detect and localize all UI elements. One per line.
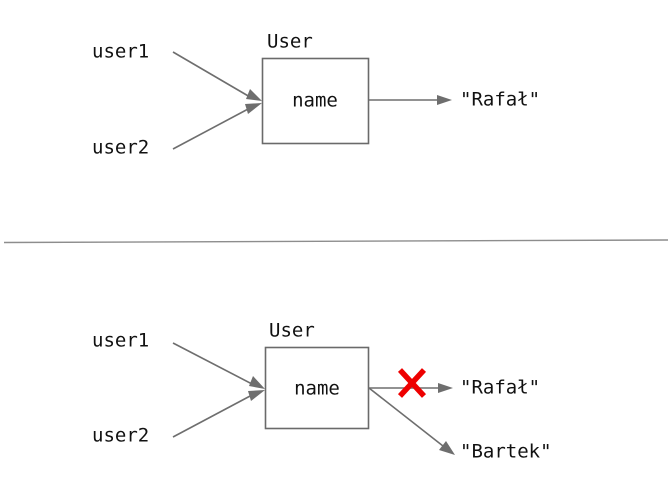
edge-entity-to-value-rafal <box>369 95 452 105</box>
edge-user2-to-entity <box>172 103 262 150</box>
section-divider <box>3 239 669 244</box>
value-label-bartek: "Bartek" <box>460 441 552 463</box>
value-label-rafal: "Rafał" <box>460 89 540 111</box>
entity-field-name-2: name <box>294 378 340 400</box>
edge-user1-to-entity-2 <box>172 342 265 389</box>
entity-field-name: name <box>292 90 338 112</box>
source-label-user2-2: user2 <box>92 425 149 447</box>
source-label-user1-2: user1 <box>92 330 149 352</box>
red-x-icon <box>397 368 427 398</box>
panel-conflicting-state: user1 user2 User name <box>92 320 552 463</box>
source-label-user1: user1 <box>92 41 149 63</box>
edge-entity-to-value-bartek <box>368 387 455 455</box>
panel-valid-state: user1 user2 User name "Rafał" <box>92 31 540 159</box>
edge-user2-to-entity-2 <box>172 390 265 438</box>
entity-title: User <box>267 31 313 53</box>
value-label-rafal-2: "Rafał" <box>460 377 540 399</box>
entity-title-2: User <box>269 320 315 342</box>
edge-user1-to-entity <box>172 51 262 101</box>
entity-box-2 <box>264 346 370 430</box>
source-label-user2: user2 <box>92 137 149 159</box>
entity-box <box>261 57 370 145</box>
